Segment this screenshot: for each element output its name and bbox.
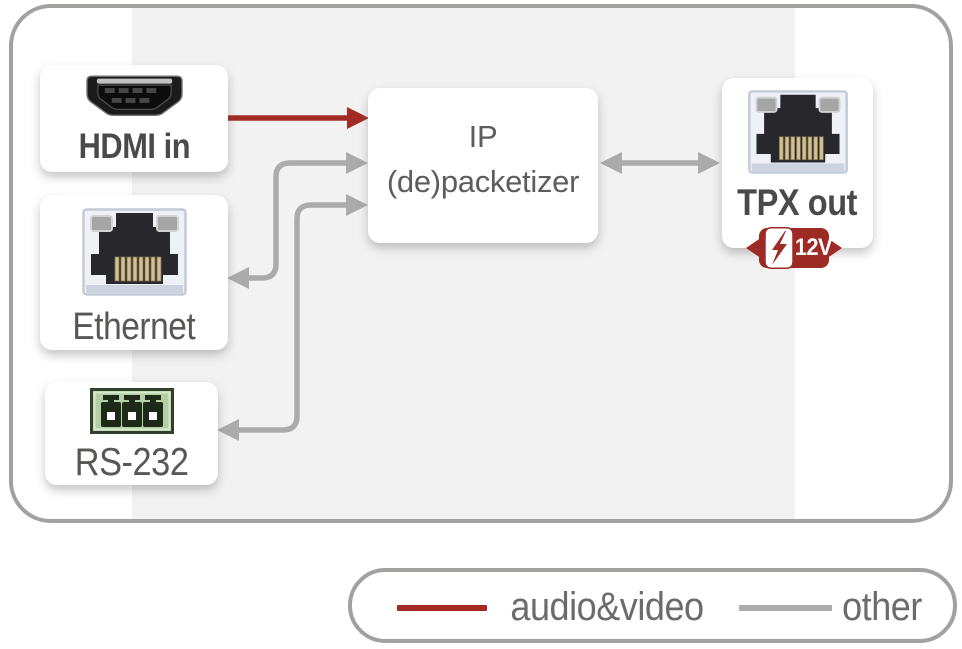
background-band [132,8,795,519]
lightning-bolt-icon [772,231,787,265]
legend-audio-video-line [397,605,487,611]
legend-audio-video-label: audio&video [510,585,704,629]
tpx-out-label: TPX out [737,182,858,223]
terminal-block-icon [89,388,174,439]
power-badge-label: 12V [794,234,833,261]
legend-other-label: other [842,585,922,629]
node-tpx-out: TPX out [722,78,873,248]
ip-depacketizer-label: IP (de)packetizer [386,114,580,204]
rj45-port-icon [81,208,187,301]
node-ip-depacketizer: IP (de)packetizer [368,88,598,243]
ethernet-label: Ethernet [72,306,196,348]
rj45-port-icon [747,90,849,179]
legend: audio&video other [348,568,957,643]
ip-depacketizer-label-line1: IP [468,118,498,154]
node-ethernet: Ethernet [40,195,228,350]
legend-other-line [739,605,832,611]
ip-depacketizer-label-line2: (de)packetizer [386,163,580,199]
hdmi-connector-icon [85,75,183,122]
rs232-label: RS-232 [74,441,189,484]
node-rs232: RS-232 [45,382,218,485]
power-badge-12v: 12V [744,227,844,269]
hdmi-in-label: HDMI in [78,127,190,166]
power-badge-ribbon [746,227,842,269]
node-hdmi-in: HDMI in [40,65,228,172]
